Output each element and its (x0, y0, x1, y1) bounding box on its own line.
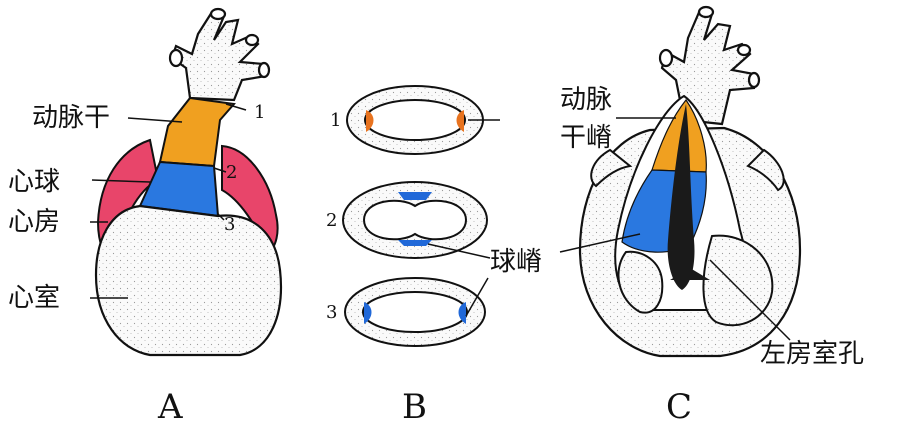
cross-section-1 (347, 86, 483, 154)
bulbar-ridge-bottom (398, 240, 432, 246)
label-truncus-arteriosus: 动脉干 (32, 103, 110, 133)
label-left-atrioventricular-foramen: 左房室孔 (760, 339, 864, 369)
section-label-3: 3 (326, 302, 337, 323)
panel-letter-b: B (402, 387, 427, 427)
panel-b: 1 2 3 球嵴 B (326, 86, 542, 427)
label-ventricle: 心室 (8, 283, 60, 313)
aortic-arch-branches (170, 9, 269, 100)
label-truncal-ridge-line1: 动脉 (560, 85, 612, 115)
section-number-1: 1 (254, 102, 265, 123)
label-bulbar-ridge: 球嵴 (490, 247, 542, 277)
panel-letter-c: C (666, 387, 692, 427)
section-label-1: 1 (330, 110, 341, 131)
section-number-3: 3 (224, 214, 235, 235)
section-number-2: 2 (226, 162, 237, 183)
cross-section-2 (343, 182, 487, 258)
cross-section-3 (345, 278, 485, 346)
label-atrium: 心房 (8, 207, 60, 237)
label-bulbus-cordis: 心球 (8, 167, 60, 197)
panel-a: 动脉干 心球 心房 心室 1 2 3 A (8, 9, 281, 427)
ventricle (96, 206, 281, 355)
panel-letter-a: A (157, 387, 183, 427)
label-truncal-ridge-line2: 干嵴 (560, 123, 612, 153)
bulbar-ridge-top (398, 192, 432, 200)
section-label-2: 2 (326, 210, 337, 231)
panel-c: 动脉 干嵴 左房室孔 C (560, 7, 864, 427)
